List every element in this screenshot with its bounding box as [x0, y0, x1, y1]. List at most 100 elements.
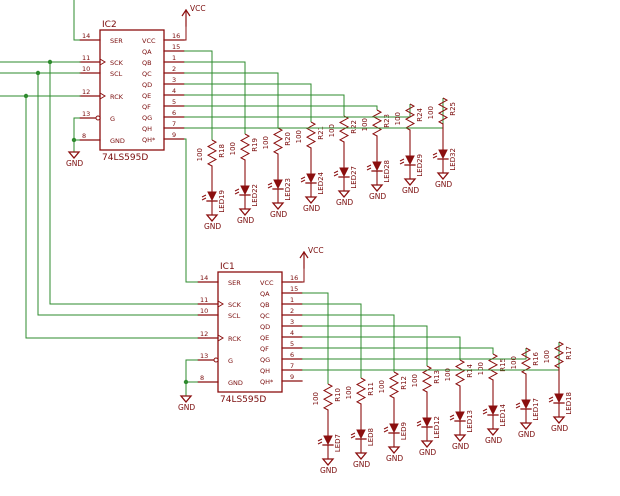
clock-mark [99, 58, 106, 66]
resistor-name: R14 [466, 363, 474, 377]
resistor-icon [404, 103, 416, 131]
led-light-icon [449, 414, 455, 421]
resistor-name: R23 [383, 114, 391, 128]
junction-dot [183, 379, 189, 385]
pin-label: QF [260, 345, 269, 353]
ground-label: GND [320, 466, 337, 475]
ground-symbol: GND [353, 452, 370, 469]
vcc-symbol: VCC [181, 4, 206, 27]
ground-label: GND [485, 436, 502, 445]
resistor-value: 100 [477, 362, 485, 375]
resistor-icon [553, 341, 565, 369]
output-wire [302, 347, 494, 354]
led-light-icon [416, 420, 422, 427]
pin-number: 11 [200, 296, 208, 304]
enable-wire [185, 359, 198, 382]
output-wire [302, 314, 395, 372]
resistor-name: R22 [350, 120, 358, 134]
led-light-icon [317, 438, 323, 445]
resistor-name: R17 [565, 346, 573, 360]
resistor-name: R19 [251, 138, 259, 152]
pin-label: SCK [228, 301, 242, 309]
pin-number: 12 [200, 330, 208, 338]
led-icon [389, 423, 399, 434]
ground-icon [486, 428, 500, 437]
led-icon [240, 185, 250, 196]
ground-symbol: GND [419, 440, 436, 457]
pin-number: 1 [290, 296, 294, 304]
pin-label: QC [260, 312, 270, 320]
ground-icon [238, 208, 252, 217]
ground-symbol: GND [178, 395, 195, 412]
ground-symbol: GND [336, 190, 353, 207]
ic-name: IC1 [220, 262, 235, 272]
ground-label: GND [178, 403, 195, 412]
led-name: LED28 [383, 160, 391, 183]
led-name: LED32 [449, 148, 457, 171]
pin-number: 10 [200, 307, 208, 315]
led-name: LED12 [433, 416, 441, 439]
pin-label: QE [260, 334, 269, 342]
ground-label: GND [369, 192, 386, 201]
resistor-name: R25 [449, 102, 457, 116]
junction-dot [71, 137, 77, 143]
pin-label: SCL [110, 70, 123, 78]
ground-symbol: GND [485, 428, 502, 445]
pin-label: QH* [260, 378, 274, 386]
pin-number: 9 [290, 373, 294, 381]
ground-label: GND [435, 180, 452, 189]
ground-label: GND [518, 430, 535, 439]
resistor-icon [371, 109, 383, 137]
vcc-symbol: VCC [299, 246, 324, 269]
led-name: LED23 [284, 178, 292, 201]
resistor-icon [305, 121, 317, 149]
ground-symbol: GND [270, 202, 287, 219]
output-wire [184, 72, 279, 128]
resistor-icon [421, 365, 433, 393]
pin-number: 14 [200, 274, 208, 282]
led-icon [521, 399, 531, 410]
led-name: LED13 [466, 410, 474, 433]
ground-icon [519, 422, 533, 431]
resistor-name: R24 [416, 107, 424, 121]
resistor-icon [487, 353, 499, 381]
led-light-icon [399, 158, 405, 165]
output-wire [184, 94, 345, 116]
led-icon [455, 411, 465, 422]
resistor-value: 100 [394, 112, 402, 125]
pin-label: QG [260, 356, 270, 364]
rck-branch [25, 96, 198, 339]
ground-icon [304, 196, 318, 205]
ground-symbol: GND [386, 446, 403, 463]
resistor-value: 100 [543, 350, 551, 363]
resistor-name: R11 [367, 382, 375, 396]
daisy-chain-wire [184, 138, 198, 283]
ground-label: GND [66, 159, 83, 168]
resistor-value: 100 [312, 392, 320, 405]
ic-ic1: IC174LS595D14SER11SCK10SCL12RCK13G8GND16… [197, 262, 303, 405]
clock-mark [217, 300, 224, 308]
ic-body [217, 271, 283, 393]
pin-number: 5 [172, 98, 176, 106]
output-wire [302, 325, 428, 366]
pin-number: 7 [172, 120, 176, 128]
output-wire [302, 336, 461, 360]
led-icon [554, 393, 564, 404]
clock-mark [217, 334, 224, 342]
pin-number: 6 [172, 109, 176, 117]
ground-icon [370, 184, 384, 193]
ground-icon [321, 458, 335, 467]
ground-symbol: GND [518, 422, 535, 439]
ground-icon [271, 202, 285, 211]
resistor-icon [437, 97, 449, 125]
ground-symbol: GND [237, 208, 254, 225]
led-light-icon [333, 170, 339, 177]
ground-icon [552, 416, 566, 425]
resistor-icon [206, 139, 218, 167]
pin-number: 7 [290, 362, 294, 370]
resistor-value: 100 [427, 106, 435, 119]
ser-input-wire [73, 0, 80, 41]
led-name: LED19 [218, 190, 226, 213]
resistor-name: R21 [317, 126, 325, 140]
